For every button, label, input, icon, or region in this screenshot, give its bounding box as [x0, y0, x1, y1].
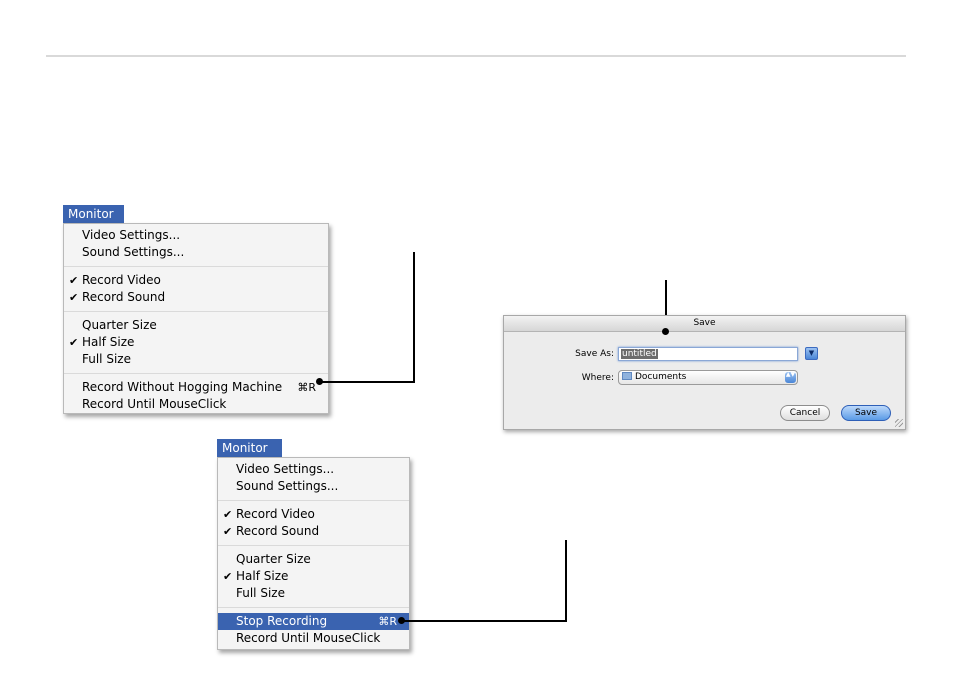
disclosure-triangle-icon[interactable]: ▼ [805, 347, 818, 360]
cancel-button[interactable]: Cancel [780, 405, 830, 421]
menu-item-label: Stop Recording [236, 614, 328, 628]
menu-item-label: Record Video [236, 507, 315, 521]
menu-title-monitor[interactable]: Monitor [217, 439, 282, 457]
top-divider [46, 55, 906, 57]
resize-grip-icon[interactable] [895, 419, 903, 427]
menu-item-quarter-size[interactable]: Quarter Size [218, 551, 409, 568]
callout-line [402, 620, 567, 622]
folder-icon [622, 372, 632, 380]
menu-item-record-until-mouseclick[interactable]: Record Until MouseClick [64, 396, 328, 413]
menu-item-sound-settings[interactable]: Sound Settings... [218, 478, 409, 495]
check-icon: ✔ [223, 525, 233, 538]
monitor-menu: Video Settings... Sound Settings... ✔Rec… [217, 457, 410, 650]
menu-item-label: Record Sound [236, 524, 320, 538]
menu-item-label: Quarter Size [82, 318, 157, 332]
menu-item-record-sound[interactable]: ✔Record Sound [218, 523, 409, 540]
where-label: Where: [581, 373, 614, 383]
shortcut-command-r: ⌘R [378, 615, 397, 628]
dialog-title: Save [504, 316, 905, 332]
menu-item-label: Half Size [82, 335, 135, 349]
menu-item-label: Video Settings... [236, 462, 335, 476]
check-icon: ✔ [69, 274, 79, 287]
menu-item-video-settings[interactable]: Video Settings... [64, 227, 328, 244]
check-icon: ✔ [69, 336, 79, 349]
save-button[interactable]: Save [841, 405, 891, 421]
menu-title-monitor[interactable]: Monitor [63, 205, 124, 223]
menu-item-full-size[interactable]: Full Size [218, 585, 409, 602]
menu-item-label: Full Size [82, 352, 131, 366]
monitor-menu: Video Settings... Sound Settings... ✔Rec… [63, 223, 329, 414]
callout-dot [662, 328, 669, 335]
menu-separator [218, 500, 409, 501]
menu-separator [218, 545, 409, 546]
save-dialog: Save Save As: untitled ▼ Where: Document… [503, 315, 906, 430]
menu-item-record-sound[interactable]: ✔Record Sound [64, 289, 328, 306]
menu-item-record-until-mouseclick[interactable]: Record Until MouseClick [218, 630, 409, 647]
menu-item-label: Full Size [236, 586, 285, 600]
menu-item-full-size[interactable]: Full Size [64, 351, 328, 368]
callout-dot [398, 617, 405, 624]
menu-separator [64, 311, 328, 312]
save-as-label: Save As: [575, 349, 614, 359]
menu-item-label: Half Size [236, 569, 289, 583]
check-icon: ✔ [69, 291, 79, 304]
callout-line [565, 540, 567, 621]
menu-item-quarter-size[interactable]: Quarter Size [64, 317, 328, 334]
menu-item-label: Sound Settings... [236, 479, 339, 493]
menu-item-half-size[interactable]: ✔Half Size [64, 334, 328, 351]
callout-line [413, 252, 415, 382]
menu-item-label: Record Until MouseClick [236, 631, 381, 645]
menu-item-record-video[interactable]: ✔Record Video [218, 506, 409, 523]
where-popup[interactable]: Documents ▲▼ [618, 370, 798, 385]
menu-item-stop-recording[interactable]: Stop Recording ⌘R [218, 613, 409, 630]
check-icon: ✔ [223, 508, 233, 521]
popup-arrows-icon: ▲▼ [785, 372, 796, 383]
menu-separator [218, 607, 409, 608]
save-as-field[interactable]: untitled [618, 347, 798, 361]
callout-line [665, 280, 667, 332]
callout-line [320, 381, 415, 383]
menu-item-label: Sound Settings... [82, 245, 185, 259]
menu-separator [64, 266, 328, 267]
menu-item-label: Record Until MouseClick [82, 397, 227, 411]
menu-item-half-size[interactable]: ✔Half Size [218, 568, 409, 585]
menu-item-record-video[interactable]: ✔Record Video [64, 272, 328, 289]
menu-item-label: Record Video [82, 273, 161, 287]
menu-item-record-without-hogging[interactable]: Record Without Hogging Machine ⌘R [64, 379, 328, 396]
menu-item-sound-settings[interactable]: Sound Settings... [64, 244, 328, 261]
check-icon: ✔ [223, 570, 233, 583]
menu-item-label: Quarter Size [236, 552, 311, 566]
menu-item-video-settings[interactable]: Video Settings... [218, 461, 409, 478]
shortcut-command-r: ⌘R [297, 381, 316, 394]
menu-item-label: Record Sound [82, 290, 166, 304]
menu-item-label: Video Settings... [82, 228, 181, 242]
menu-separator [64, 373, 328, 374]
menu-item-label: Record Without Hogging Machine [82, 380, 283, 394]
callout-dot [316, 378, 323, 385]
save-as-value: untitled [621, 349, 658, 359]
where-value: Documents [635, 372, 687, 382]
